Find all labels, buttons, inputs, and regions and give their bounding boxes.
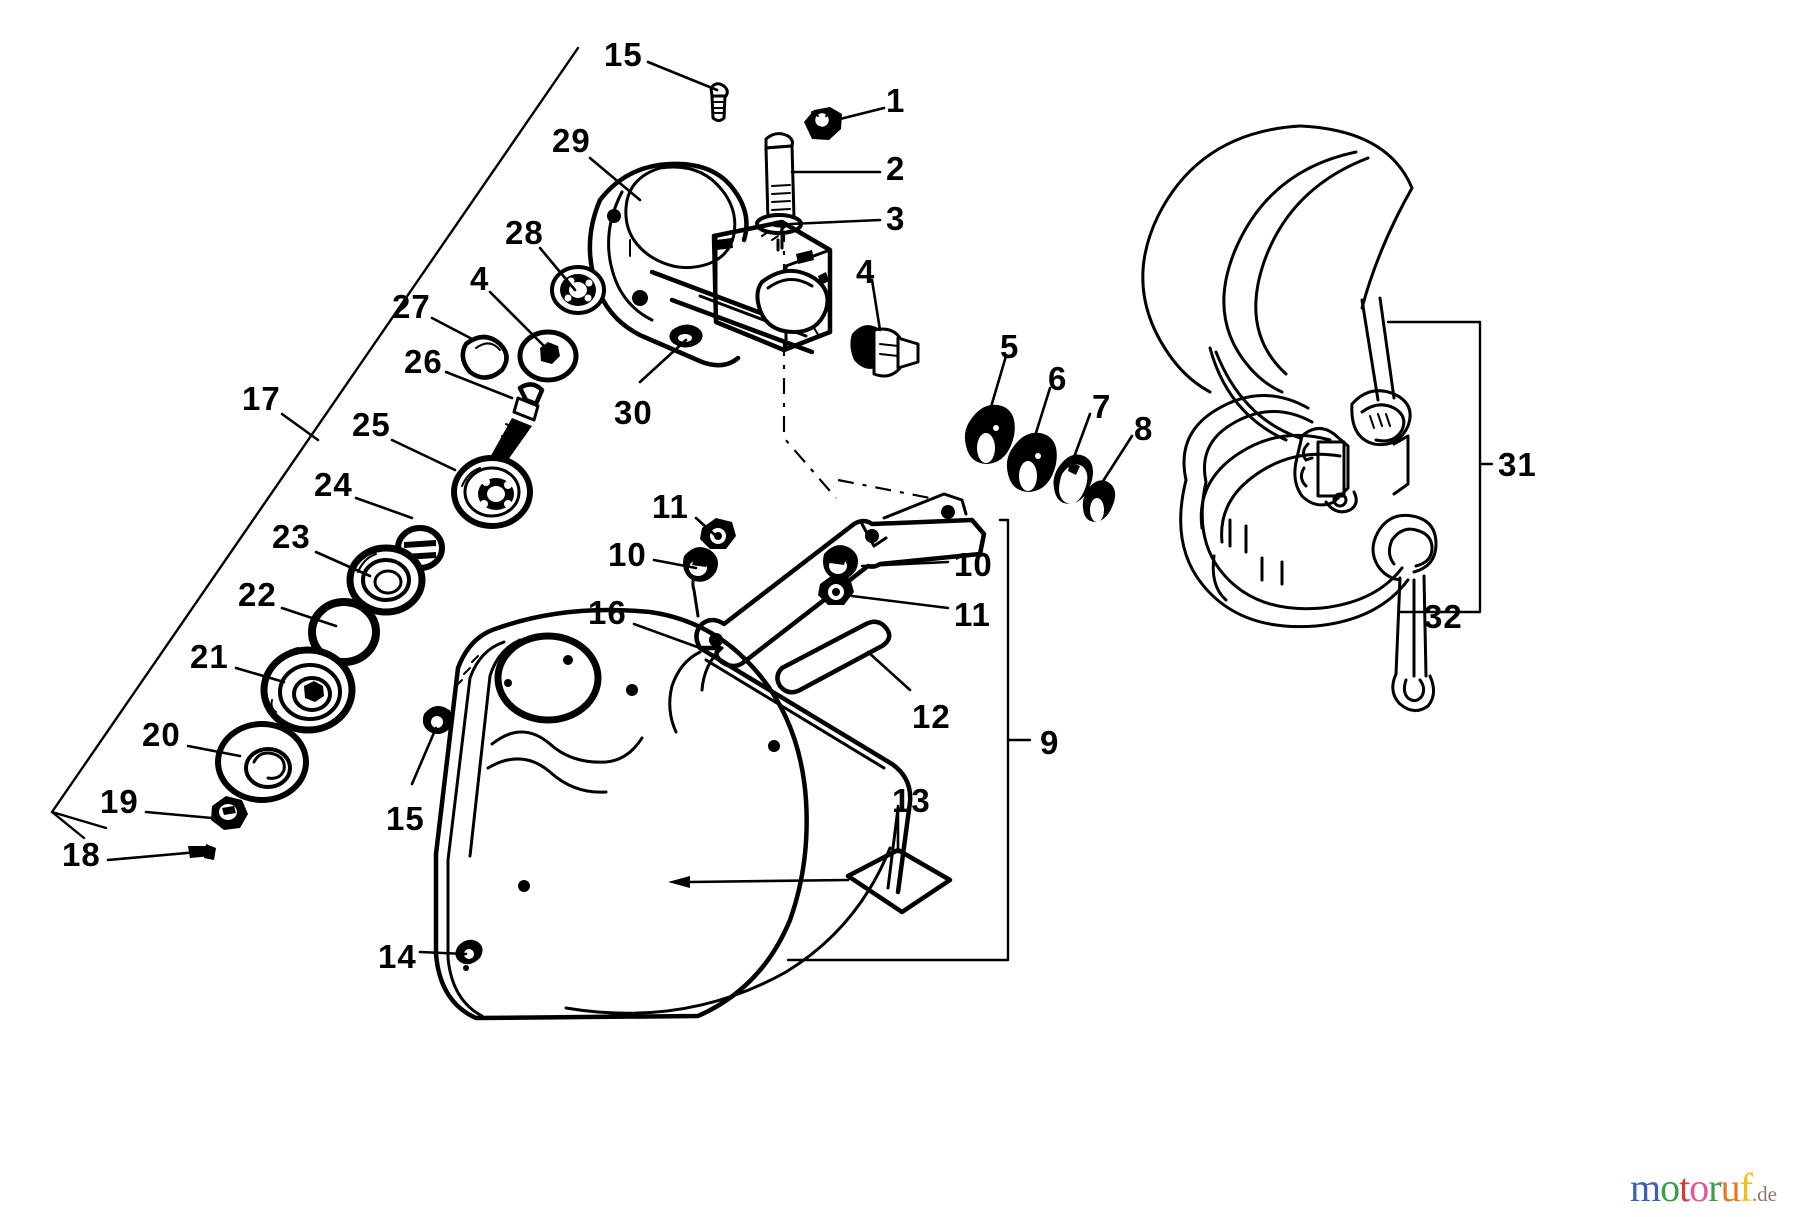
part-23-ball-bearing [346,544,426,616]
callout-32: 32 [1424,598,1463,635]
part-27-seal [460,334,509,380]
callout-28: 28 [505,214,544,251]
part-14-screw [455,939,483,971]
callout-14: 14 [378,938,417,975]
callout-7: 7 [1092,388,1112,425]
part-13-label-plate [845,847,953,915]
callout-20: 20 [142,716,181,753]
part-6-washer [1006,432,1057,503]
part-20-cup-washer [215,721,309,803]
callout-31: 31 [1498,446,1537,483]
callout-11-left: 11 [652,488,689,525]
callout-27: 27 [392,288,431,325]
part-2-bolt [764,132,796,222]
callout-10-left: 10 [608,536,647,573]
watermark-motoruf: motoruf.de [1630,1168,1777,1208]
bracket-9 [786,518,1032,962]
part-15-screw-left [422,706,454,734]
watermark-letter-o2: o [1689,1165,1709,1210]
callout-22: 22 [238,576,277,613]
callout-16: 16 [588,594,627,631]
callout-4-right: 4 [856,253,876,290]
part-18-pin [188,844,216,860]
callout-15-top: 15 [604,36,643,73]
callout-24: 24 [314,466,353,503]
watermark-suffix: .de [1751,1182,1777,1206]
part-32-hanger-strap [1371,513,1438,712]
part-12-blade-plate [775,619,892,695]
callout-23: 23 [272,518,311,555]
part-4-washer-left [517,329,579,383]
callout-25: 25 [352,406,391,443]
part-4-screw-plug-right [850,325,920,378]
watermark-letter-t: t [1679,1165,1690,1210]
callout-10-right: 10 [954,546,993,583]
part-28-bearing [550,265,606,315]
part-30-grease-fitting [669,324,703,348]
gear-head-clamp-block [711,219,833,353]
part-29-gear-case-housing [587,161,820,368]
watermark-letter-u: u [1720,1165,1741,1210]
callout-18: 18 [62,836,101,873]
callout-29: 29 [552,122,591,159]
callout-4-left: 4 [470,260,490,297]
callout-17: 17 [242,380,281,417]
part-5-washer [964,404,1015,475]
part-11-nut-right [818,574,854,605]
callout-21: 21 [190,638,229,675]
callout-13: 13 [892,782,931,819]
callout-5: 5 [1000,328,1020,365]
watermark-letter-m: m [1630,1165,1661,1210]
part-25-ball-bearing [451,455,533,529]
part-11-nut-left [700,518,736,549]
callout-9: 9 [1040,724,1060,761]
callout-19: 19 [100,783,139,820]
part-19-nut [211,796,248,830]
part-7-snap-ring [1053,454,1093,504]
leader-lines [106,60,1134,956]
part-31-shoulder-harness [1141,124,1414,629]
part-21-blade-holder [260,646,356,734]
watermark-letter-f: f [1739,1165,1753,1210]
callout-2: 2 [886,150,906,187]
callout-26: 26 [404,343,443,380]
part-8-washer [1082,480,1116,522]
watermark-letter-o1: o [1660,1165,1680,1210]
part-10-washer-right [823,545,858,580]
watermark-letter-r: r [1708,1165,1721,1210]
part-10-washer-left [683,547,718,582]
bracket-31 [1386,320,1494,614]
callout-1: 1 [886,82,906,119]
callout-11-right: 11 [954,596,991,633]
callout-8: 8 [1134,410,1154,447]
callout-3: 3 [886,200,906,237]
part-1-nut [804,107,842,140]
part-9-shield-guard [433,607,913,1021]
bracket-17 [50,46,580,840]
callout-15-left: 15 [386,800,425,837]
callout-12: 12 [912,698,951,735]
part-15-screw-top [709,82,729,122]
callout-30: 30 [614,394,653,431]
callout-6: 6 [1048,360,1068,397]
